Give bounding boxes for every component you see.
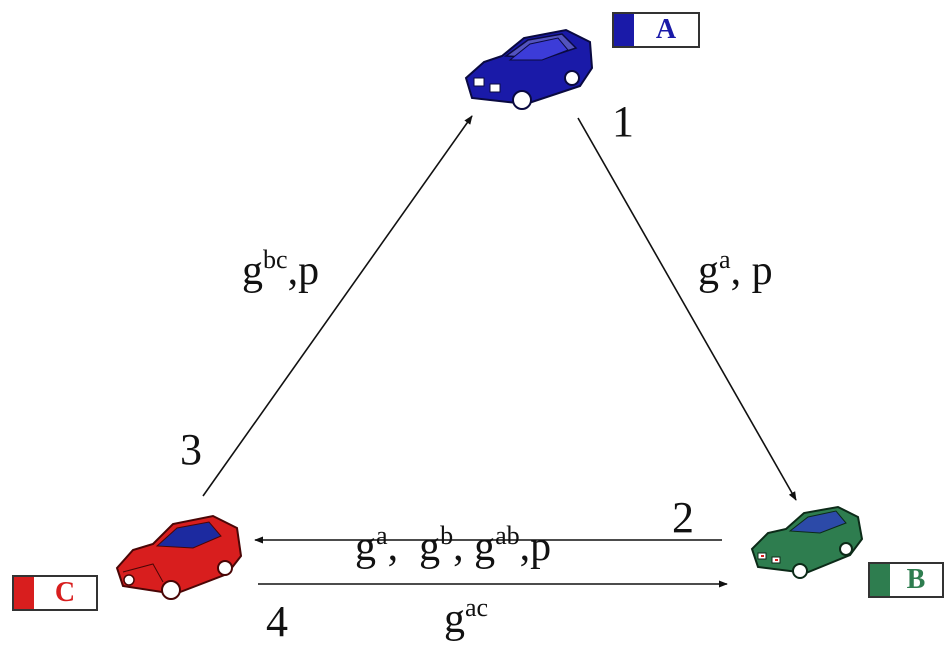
car-c-icon	[115, 514, 243, 600]
node-b-swatch	[870, 564, 890, 596]
message-a-to-b-rest: , p	[730, 248, 773, 294]
node-c-tag: C	[12, 575, 98, 611]
node-a-label: A	[655, 14, 677, 45]
message-b-to-c: ga, gb, gab,p	[334, 484, 551, 573]
message-c-to-a: gbc,p	[242, 245, 320, 297]
arrow-c-to-a	[202, 115, 473, 497]
message-c-to-b-exponent: ac	[465, 592, 489, 622]
node-b-tag: B	[868, 562, 944, 598]
car-a-icon	[464, 28, 594, 110]
message-a-to-b-base: g	[698, 248, 719, 294]
node-a-tag: A	[612, 12, 700, 48]
message-c-to-b-base: g	[444, 596, 465, 642]
message-a-to-b: ga, p	[698, 245, 773, 297]
step-1-label: 1	[612, 97, 634, 146]
message-b-to-c-part3: , g	[453, 524, 496, 570]
message-b-to-c-part1: g	[355, 524, 376, 570]
arrow-a-to-b	[577, 117, 797, 501]
message-b-to-c-part4: ,p	[519, 524, 552, 570]
message-c-to-a-rest: ,p	[287, 248, 320, 294]
message-b-to-c-exp3: ab	[495, 520, 520, 550]
message-c-to-a-base: g	[242, 248, 263, 294]
step-4-label: 4	[266, 597, 288, 646]
node-b-label: B	[906, 564, 926, 595]
step-3-label: 3	[180, 425, 202, 474]
message-c-to-b: gac	[444, 593, 488, 645]
car-b-icon	[750, 505, 864, 579]
message-b-to-c-part2: , g	[387, 524, 441, 570]
message-c-to-a-exponent: bc	[263, 244, 288, 274]
message-b-to-c-exp1: a	[376, 520, 388, 550]
node-c-label: C	[54, 577, 76, 608]
message-a-to-b-exponent: a	[719, 244, 731, 274]
message-b-to-c-exp2: b	[440, 520, 454, 550]
node-c-swatch	[14, 577, 34, 609]
step-2-label: 2	[672, 493, 694, 542]
node-a-swatch	[614, 14, 634, 46]
